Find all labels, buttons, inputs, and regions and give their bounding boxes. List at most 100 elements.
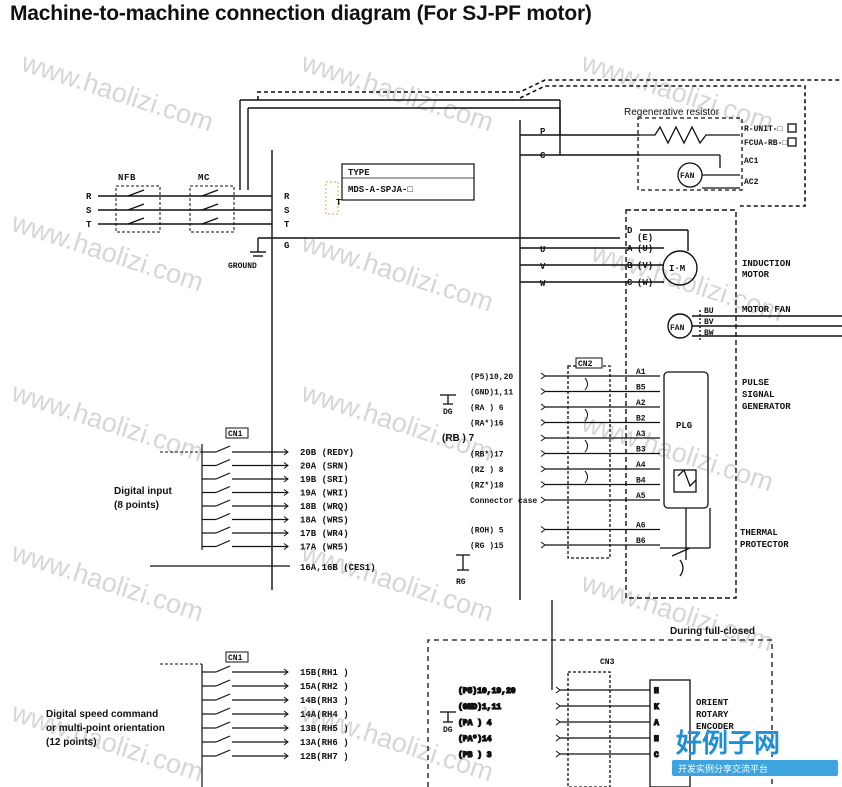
cn2-pin-label: B3 bbox=[636, 446, 646, 455]
motor-title-1: INDUCTION bbox=[742, 259, 791, 269]
switch-contact-icon bbox=[215, 499, 231, 507]
switch-contact-icon bbox=[215, 693, 231, 701]
encoder-title-1: ORIENT bbox=[696, 698, 729, 708]
motor-pin-label-w: (W) bbox=[637, 278, 653, 288]
terminal-w: W bbox=[540, 279, 546, 289]
cn2-pin-label: B6 bbox=[636, 537, 646, 546]
digital-input-caption-1: Digital input bbox=[114, 486, 172, 497]
thermal-title-2: PROTECTOR bbox=[740, 540, 789, 550]
terminal-g: G bbox=[284, 241, 289, 251]
regen-r1: R-UNIT-□ bbox=[744, 125, 783, 134]
ground-symbols bbox=[440, 394, 470, 723]
cn1-lower-terminal-label: 13B(RH5 ) bbox=[300, 724, 349, 734]
connector-arrow-icon bbox=[540, 496, 546, 504]
nfb-label: NFB bbox=[118, 173, 136, 183]
cn2-signal-label: (RB ) 7 bbox=[442, 433, 475, 444]
connector-arrow-icon bbox=[555, 718, 561, 726]
twisted-pair-mark bbox=[584, 470, 588, 484]
plg-box bbox=[660, 371, 711, 577]
cn1-lower-terminal-label: 12B(RH7 ) bbox=[300, 752, 349, 762]
connector-arrow-icon bbox=[540, 450, 546, 457]
watermark-text: www.haolizi.com bbox=[297, 227, 497, 318]
connector-arrow-icon bbox=[555, 750, 561, 758]
terminal-u: U bbox=[540, 245, 545, 255]
mc-label: MC bbox=[198, 173, 210, 183]
cn1-terminal-label: 17A (WR5) bbox=[300, 543, 349, 553]
switch-contact-icon bbox=[215, 512, 231, 521]
connector-arrow-icon bbox=[540, 541, 546, 549]
digital-input-caption-2: (8 points) bbox=[114, 500, 159, 511]
dg-label-upper: DG bbox=[443, 408, 453, 417]
terminal-r: R bbox=[284, 192, 290, 202]
motor-pin-b: B bbox=[627, 261, 633, 271]
encoder-title-2: ROTARY bbox=[696, 710, 729, 720]
cn1-lower-terminal-label: 15B(RH1 ) bbox=[300, 668, 349, 678]
cn2-signal-label: Connector case bbox=[470, 497, 537, 506]
motor-box bbox=[625, 209, 842, 599]
switch-contact-icon bbox=[215, 445, 231, 453]
switch-contact-icon bbox=[215, 679, 231, 687]
full-closed-label: CN3 bbox=[600, 658, 615, 667]
connector-arrow-icon bbox=[283, 738, 289, 746]
speed-caption-1: Digital speed command bbox=[46, 709, 158, 720]
cn2-pin-label: B2 bbox=[636, 415, 646, 424]
cn1-lower-rows: 15B(RH1 )15A(RH2 )14B(RH3 )14A(RH4 )13B(… bbox=[160, 663, 349, 787]
cn1-lower-connector: 15B(RH1 )15A(RH2 )14B(RH3 )14A(RH4 )13B(… bbox=[160, 651, 349, 787]
full-closed-pin-label: A bbox=[654, 719, 659, 728]
cn1-upper-label: CN1 bbox=[228, 430, 243, 439]
motor-fan-pin-bv: BV bbox=[704, 318, 714, 327]
switch-contact-icon bbox=[215, 749, 231, 757]
watermark-text: www.haolizi.com bbox=[17, 47, 217, 138]
brand-logo: 好例子网 开发实例分享交流平台 bbox=[672, 729, 838, 776]
cn2-pin-label: B4 bbox=[636, 477, 646, 486]
brand-name: 好例子网 bbox=[675, 729, 780, 759]
switch-contact-icon bbox=[215, 472, 231, 480]
cn2-pin-label: A6 bbox=[636, 522, 646, 531]
full-closed-pin-label: C bbox=[654, 751, 659, 760]
terminal-v: V bbox=[540, 262, 546, 272]
connector-arrow-icon bbox=[283, 724, 289, 732]
cn2-signal-label: (RA*)16 bbox=[470, 420, 504, 429]
twisted-pair-mark bbox=[584, 439, 588, 453]
connector-arrow-icon bbox=[283, 502, 289, 510]
regenerative-resistor bbox=[637, 117, 797, 191]
full-closed-title: During full-closed bbox=[670, 626, 755, 637]
connector-arrow-icon bbox=[540, 481, 546, 488]
motor-title-2: MOTOR bbox=[742, 270, 770, 280]
connector-arrow-icon bbox=[555, 734, 561, 742]
cn1-upper-rows: 20B (REDY)20A (SRN)19B (SRI)19A (WRI)18B… bbox=[150, 444, 354, 567]
terminal-t: T bbox=[284, 220, 290, 230]
motor-fan-pin-bu: BU bbox=[704, 307, 714, 316]
motor-pin-label-u: (U) bbox=[637, 244, 653, 254]
cn2-pin-label: A4 bbox=[636, 461, 646, 470]
type-model: MDS-A-SPJA-□ bbox=[348, 185, 413, 195]
cn1-terminal-label: 19B (SRI) bbox=[300, 475, 349, 485]
connector-arrow-icon bbox=[555, 702, 561, 710]
cn1-lower-terminal-label: 14A(RH4 ) bbox=[300, 710, 349, 720]
cn1-terminal-label: 19A (WRI) bbox=[300, 489, 349, 499]
switch-contact-icon bbox=[215, 735, 231, 743]
watermark-text: www.haolizi.com bbox=[577, 47, 777, 138]
watermark-text: www.haolizi.com bbox=[577, 567, 777, 658]
connector-arrow-icon bbox=[283, 475, 289, 483]
motor-pin-c: C bbox=[627, 278, 633, 288]
motor-fan-title: MOTOR FAN bbox=[742, 305, 791, 315]
connector-arrow-icon bbox=[283, 668, 289, 676]
watermark-text: www.haolizi.com bbox=[7, 537, 207, 628]
connector-arrow-icon bbox=[283, 682, 289, 690]
cn1-terminal-label: 20A (SRN) bbox=[300, 462, 349, 472]
connector-arrow-icon bbox=[283, 462, 289, 469]
cn2-pin-label: A3 bbox=[636, 430, 646, 439]
page-title: Machine-to-machine connection diagram (F… bbox=[10, 2, 592, 25]
full-closed-signal-label: (PA*)14 bbox=[458, 735, 492, 744]
dg-label-lower: DG bbox=[443, 726, 453, 735]
cn2-pin-label: A1 bbox=[636, 368, 646, 377]
cn2-signal-label: (RB*)17 bbox=[470, 451, 504, 460]
induction-motor-icon: I·M bbox=[669, 264, 685, 274]
motor-pin-d: D bbox=[627, 226, 633, 236]
switch-contact-icon bbox=[215, 721, 231, 729]
